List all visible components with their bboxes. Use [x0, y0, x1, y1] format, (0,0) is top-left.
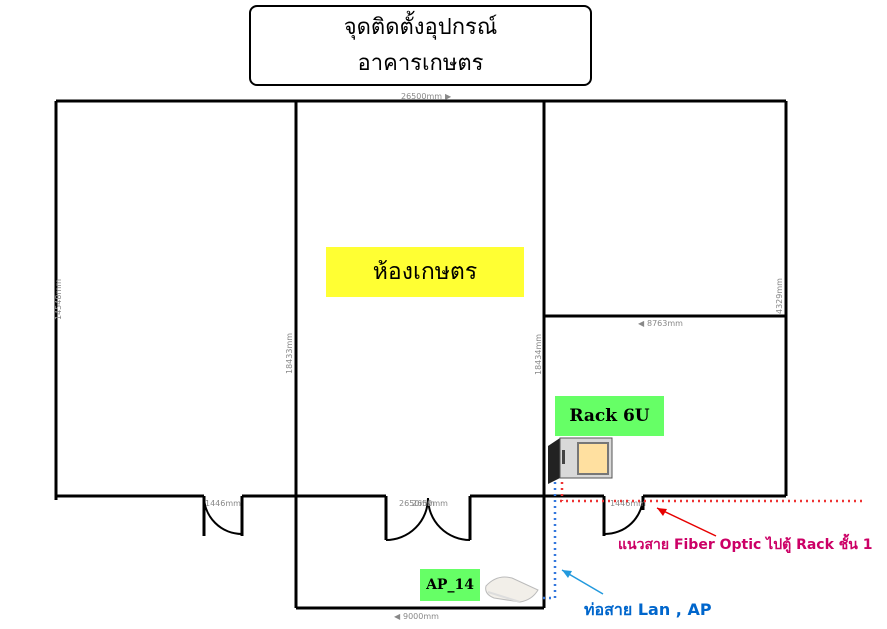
dim-door-b2: 2650mm [412, 499, 448, 508]
title-line-1: จุดติดตั้งอุปกรณ์ [343, 14, 498, 40]
dim-door-b: 2650mm [399, 499, 435, 508]
title-line-2: อาคารเกษตร [357, 50, 484, 76]
dim-right-room-width: 8763mm [647, 319, 683, 328]
dim-bottom-width: 9000mm [403, 612, 439, 621]
room-label: ห้องเกษตร [326, 247, 524, 297]
rack-cabinet-icon [548, 437, 613, 484]
access-point-icon [485, 576, 539, 603]
fiber-annotation: แนวสาย Fiber Optic ไปตู้ Rack ชั้น 1 [618, 537, 873, 553]
door-swing [385, 497, 429, 541]
arrow-right-icon: ▶ [445, 92, 452, 101]
dim-top-width: 26500mm [401, 92, 442, 101]
dim-door-c: 1446mm [610, 499, 646, 508]
fiber-route [560, 482, 866, 537]
door-swing [427, 497, 471, 541]
dimension-labels: 26500mm ▶ 14548mm 18433mm 18434mm 4329mm… [54, 92, 784, 621]
walls [54, 99, 788, 610]
fiber-pointer-line [656, 507, 717, 537]
fiber-arrowhead-icon [657, 508, 667, 516]
title-box: จุดติดตั้งอุปกรณ์ อาคารเกษตร [249, 5, 592, 86]
door-swing [603, 495, 644, 536]
lan-route [540, 482, 604, 600]
door-swings [203, 495, 644, 541]
dim-right-upper-height: 4329mm [775, 278, 784, 314]
dim-left-height: 14548mm [54, 279, 63, 320]
arrow-left-icon: ◀ [394, 612, 401, 621]
lan-annotation: ท่อสาย Lan , AP [584, 600, 712, 619]
dim-center-left-height: 18433mm [285, 333, 294, 374]
door-swing [203, 495, 243, 535]
dim-center-right-height: 18434mm [534, 334, 543, 375]
ap-label: AP_14 [420, 569, 480, 601]
rack-label: Rack 6U [555, 396, 664, 436]
lan-arrowhead-icon [562, 570, 572, 578]
arrow-left-icon: ◀ [638, 319, 645, 328]
dim-door-a: 1446mm [205, 499, 241, 508]
